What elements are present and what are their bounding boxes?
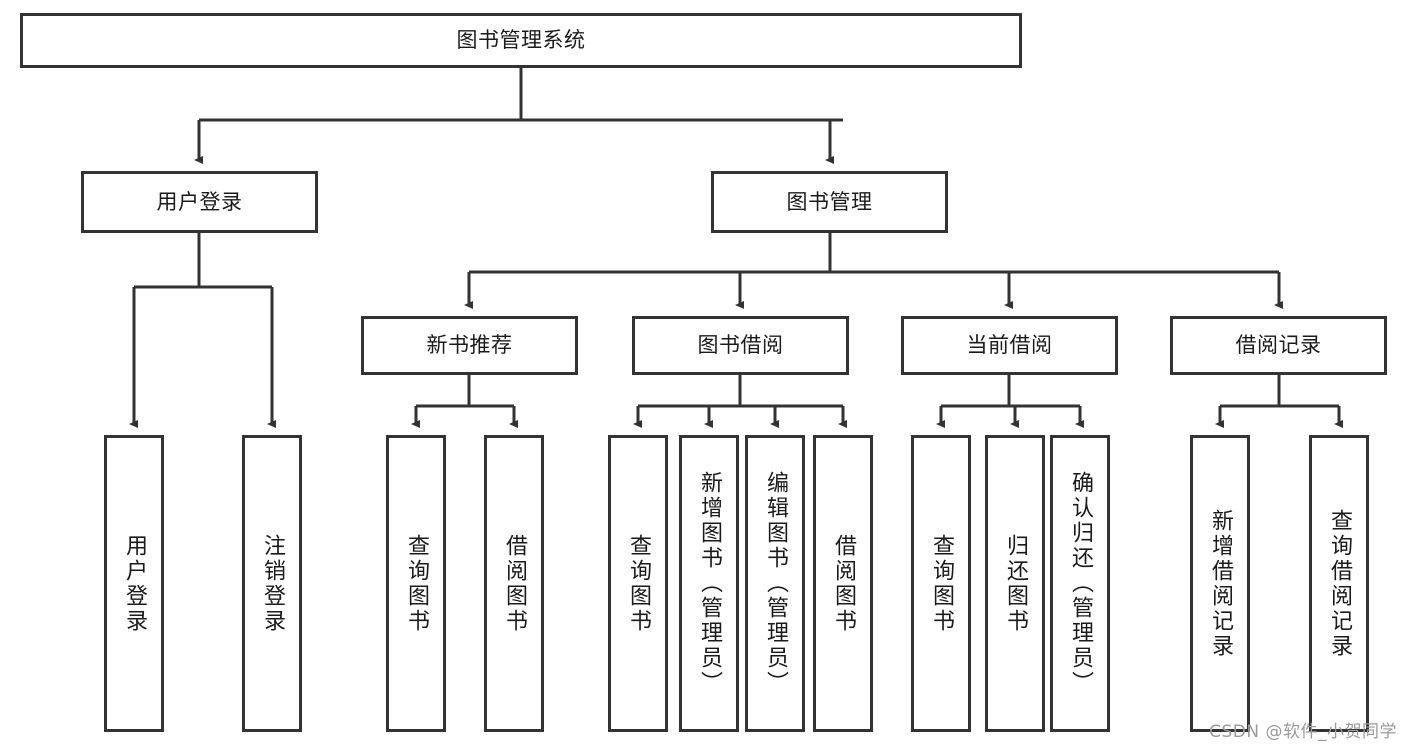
node-leaf-add-book-label: 新增图书（管理员） [696,471,722,696]
node-new-book-rec-label: 新书推荐 [426,333,513,358]
node-leaf-query-book-3-label: 查询图书 [928,533,954,634]
node-leaf-user-logout-label: 注销登录 [259,533,285,634]
node-leaf-borrow-book-2-label: 借阅图书 [830,533,856,634]
watermark-text: CSDN @软件_小贺同学 [1209,722,1397,742]
node-leaf-add-book[interactable]: 新增图书（管理员） [679,435,739,732]
node-leaf-borrow-book-2[interactable]: 借阅图书 [813,435,873,732]
node-leaf-return-book[interactable]: 归还图书 [985,435,1045,732]
node-user-login-label: 用户登录 [156,189,243,214]
node-leaf-query-record-label: 查询借阅记录 [1326,508,1352,659]
node-leaf-query-book-2-label: 查询图书 [625,533,651,634]
node-book-borrow-label: 图书借阅 [697,333,784,358]
node-leaf-confirm-return[interactable]: 确认归还（管理员） [1050,435,1110,732]
node-leaf-borrow-book-1[interactable]: 借阅图书 [484,435,544,732]
node-leaf-add-record[interactable]: 新增借阅记录 [1190,435,1250,732]
node-user-login[interactable]: 用户登录 [81,171,318,233]
node-current-borrow[interactable]: 当前借阅 [901,316,1118,375]
node-root-label: 图书管理系统 [456,28,586,53]
node-book-borrow[interactable]: 图书借阅 [632,316,849,375]
node-leaf-add-record-label: 新增借阅记录 [1207,508,1233,659]
node-leaf-user-login[interactable]: 用户登录 [104,435,164,732]
node-leaf-edit-book-label: 编辑图书（管理员） [762,471,788,696]
node-leaf-query-book-1[interactable]: 查询图书 [386,435,446,732]
node-leaf-return-book-label: 归还图书 [1002,533,1028,634]
node-leaf-confirm-return-label: 确认归还（管理员） [1067,471,1093,696]
node-new-book-rec[interactable]: 新书推荐 [361,316,578,375]
node-borrow-record[interactable]: 借阅记录 [1170,316,1387,375]
node-root[interactable]: 图书管理系统 [20,13,1022,68]
node-leaf-user-login-label: 用户登录 [121,533,147,634]
node-book-manage[interactable]: 图书管理 [711,171,948,233]
node-current-borrow-label: 当前借阅 [966,333,1053,358]
node-leaf-user-logout[interactable]: 注销登录 [242,435,302,732]
node-leaf-borrow-book-1-label: 借阅图书 [501,533,527,634]
node-borrow-record-label: 借阅记录 [1235,333,1322,358]
node-book-manage-label: 图书管理 [786,189,873,214]
node-leaf-query-book-3[interactable]: 查询图书 [911,435,971,732]
node-leaf-query-book-1-label: 查询图书 [403,533,429,634]
node-leaf-query-book-2[interactable]: 查询图书 [608,435,668,732]
node-leaf-query-record[interactable]: 查询借阅记录 [1309,435,1369,732]
node-leaf-edit-book[interactable]: 编辑图书（管理员） [745,435,805,732]
